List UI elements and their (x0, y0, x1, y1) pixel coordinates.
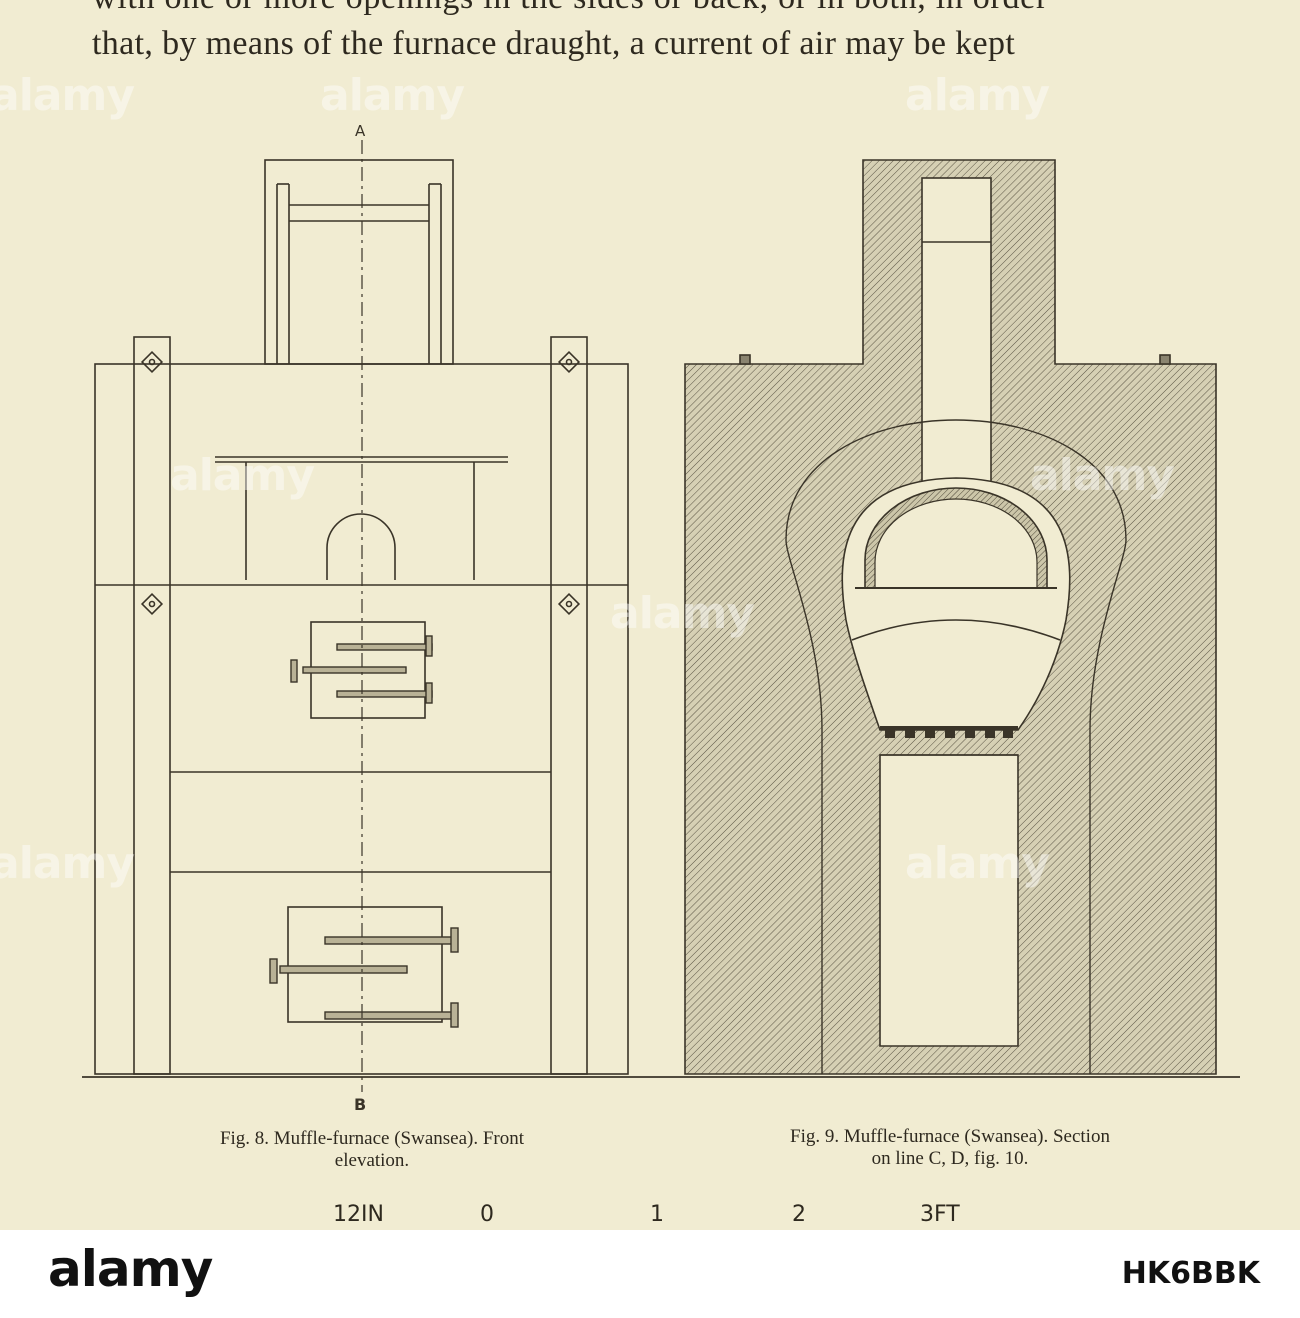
pilaster-ornament-icon (140, 350, 581, 616)
watermark-logo: alamy (170, 450, 315, 501)
stock-footer-bar: alamy HK6BBK (0, 1230, 1300, 1318)
fig8-label-a: A (355, 122, 366, 140)
fig9-caption-line-2: on line C, D, fig. 10. (871, 1148, 1029, 1169)
fig8-caption: Fig. 8. Muffle-furnace (Swansea). Front … (112, 1128, 632, 1172)
watermark-logo: alamy (0, 838, 135, 889)
body-text-line-2: that, by means of the furnace draught, a… (92, 25, 1016, 62)
scale-mark-3ft: 3FT (920, 1202, 960, 1227)
watermark-logo: alamy (0, 70, 135, 121)
fig8-caption-line-1: Fig. 8. Muffle-furnace (Swansea). Front (219, 1128, 525, 1149)
watermark-logo: alamy (905, 70, 1050, 121)
fig8-front-elevation (82, 140, 1240, 1092)
watermark-logo: alamy (610, 588, 755, 639)
body-text-line-1: with one or more openings in the sides o… (92, 0, 1242, 18)
fig8-label-b: B (354, 1095, 366, 1114)
watermark-logo: alamy (1030, 450, 1175, 501)
scale-mark-12in: 12IN (333, 1202, 384, 1227)
image-id: HK6BBK (1121, 1256, 1260, 1291)
scale-mark-0: 0 (480, 1202, 494, 1227)
fig9-caption-line-1: Fig. 9. Muffle-furnace (Swansea). Sectio… (790, 1126, 1110, 1147)
book-page: with one or more openings in the sides o… (0, 0, 1242, 1227)
alamy-logo: alamy (48, 1240, 213, 1298)
scale-mark-2: 2 (792, 1202, 806, 1227)
watermark-logo: alamy (905, 838, 1050, 889)
grate-bars (880, 726, 1018, 738)
furnace-drawings: A B (82, 122, 1240, 1114)
scale-mark-1: 1 (650, 1202, 664, 1227)
watermark-logo: alamy (320, 70, 465, 121)
fig9-caption: Fig. 9. Muffle-furnace (Swansea). Sectio… (690, 1126, 1210, 1170)
fig9-section (684, 159, 1217, 1075)
fig8-caption-line-2: elevation. (334, 1150, 410, 1171)
